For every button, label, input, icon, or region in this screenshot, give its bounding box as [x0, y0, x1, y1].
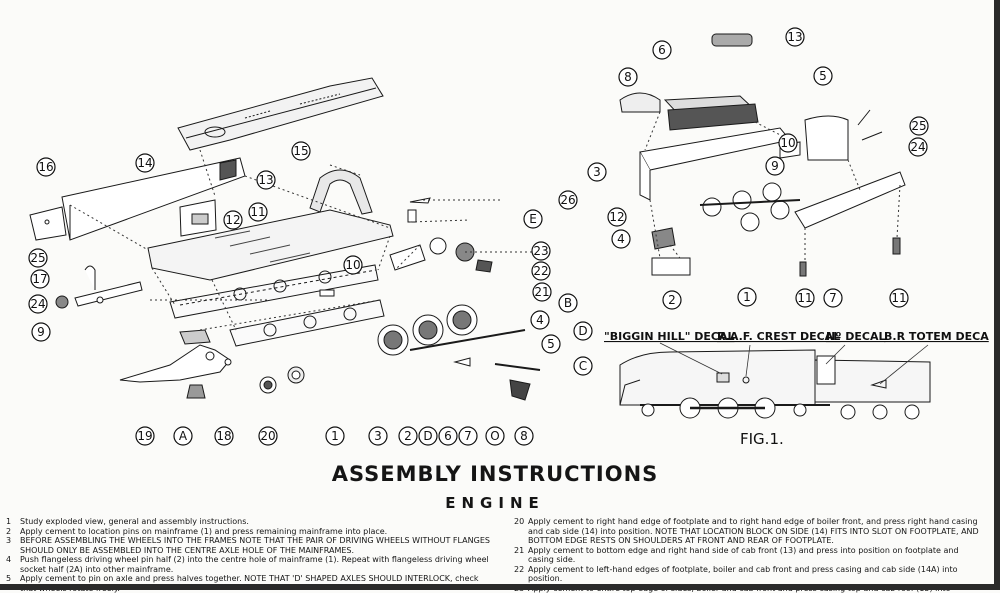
- callout-right-number: 1: [743, 290, 751, 304]
- callout-left-number: 3: [374, 429, 382, 443]
- callout-left-number: 9: [37, 325, 45, 339]
- callout-right-number: 12: [609, 210, 624, 224]
- callout-right-number: 10: [780, 136, 795, 150]
- boiler-part: [620, 34, 758, 130]
- callout-left-number: 22: [533, 264, 548, 278]
- step-number: 20: [514, 517, 528, 546]
- step-text: Study exploded view, general and assembl…: [20, 517, 494, 527]
- callout-right-number: 4: [617, 232, 625, 246]
- step-text: Apply cement to left-hand edges of footp…: [528, 565, 984, 584]
- step-number: 4: [6, 555, 20, 574]
- callout-left-number: 8: [520, 429, 528, 443]
- callout-right-number: 24: [910, 140, 925, 154]
- callout-right-number: 9: [771, 159, 779, 173]
- cab-front-part: [310, 170, 372, 214]
- decal-label-number: Nº DECAL: [826, 330, 885, 343]
- callout-left-number: C: [579, 359, 587, 373]
- callout-left-number: 13: [258, 173, 273, 187]
- step-number: 23: [514, 584, 528, 593]
- callout-left-number: 14: [137, 156, 152, 170]
- step-text: Apply cement to pin on axle and press ha…: [20, 574, 494, 593]
- callout-left-number: D: [423, 429, 432, 443]
- decal-label-biggin-hill: "BIGGIN HILL" DECAL: [604, 330, 735, 343]
- callout-right-number: 7: [829, 291, 837, 305]
- callout-right-number: 25: [911, 119, 926, 133]
- callout-left-number: 5: [547, 337, 555, 351]
- callout-left-number: 21: [534, 285, 549, 299]
- callout-left-number: 2: [404, 429, 412, 443]
- callout-left-number: A: [179, 429, 188, 443]
- callout-left-number: 19: [137, 429, 152, 443]
- casing-top-part: [178, 78, 383, 150]
- callout-right-number: 6: [658, 43, 666, 57]
- callout-left-number: D: [578, 324, 587, 338]
- callout-right-number: 3: [593, 165, 601, 179]
- decal-label-raf-crest: R.A.F. CREST DECAL: [717, 330, 840, 343]
- step-text: Apply cement to entire top edge of sides…: [528, 584, 984, 593]
- callout-right-number: 8: [624, 70, 632, 84]
- callout-left-number: 10: [345, 258, 360, 272]
- step-number: 1: [6, 517, 20, 527]
- callout-left-number: 6: [444, 429, 452, 443]
- callout-left-number: 25: [30, 251, 45, 265]
- driving-wheels-part: [378, 305, 525, 355]
- callout-left-number: B: [564, 296, 572, 310]
- callout-left-number: 26: [560, 193, 575, 207]
- decal-label-br-totem: B.R TOTEM DECA: [884, 330, 989, 343]
- page-subtitle: ENGINE: [0, 494, 990, 512]
- callout-left-number: 7: [464, 429, 472, 443]
- step-number: 5: [6, 574, 20, 593]
- callout-right-number: 5: [819, 69, 827, 83]
- figure-label: FIG.1.: [740, 430, 784, 448]
- page-title: ASSEMBLY INSTRUCTIONS: [0, 462, 990, 486]
- locomotive-side-view: [620, 350, 930, 419]
- step-number: 3: [6, 536, 20, 555]
- callout-left-number: 18: [216, 429, 231, 443]
- step-text: BEFORE ASSEMBLING THE WHEELS INTO THE FR…: [20, 536, 494, 555]
- callout-left-number: 11: [250, 205, 265, 219]
- callout-left-number: 12: [225, 213, 240, 227]
- step-text: Apply cement to right hand edge of footp…: [528, 517, 984, 546]
- callout-right-number: 2: [668, 293, 676, 307]
- callout-right-number: 11: [891, 291, 906, 305]
- callout-left-number: 15: [293, 144, 308, 158]
- callout-left-number: 23: [533, 244, 548, 258]
- callout-left-number: 20: [260, 429, 275, 443]
- step-number: 21: [514, 546, 528, 565]
- callout-right-number: 11: [797, 291, 812, 305]
- callout-left-number: 17: [32, 272, 47, 286]
- step-number: 22: [514, 565, 528, 584]
- step-text: Apply cement to bottom edge and right ha…: [528, 546, 984, 565]
- step-number: 2: [6, 527, 20, 537]
- callout-right-number: 13: [787, 30, 802, 44]
- callout-left-number: E: [529, 212, 537, 226]
- callout-left-number: 1: [331, 429, 339, 443]
- wheels-right: [700, 183, 800, 231]
- callout-left-number: 16: [38, 160, 53, 174]
- step-text: Push flangeless driving wheel pin half (…: [20, 555, 494, 574]
- step-text: Apply cement to location pins on mainfra…: [20, 527, 494, 537]
- callout-left-number: 24: [30, 297, 45, 311]
- callout-left-number: O: [490, 429, 499, 443]
- callout-left-number: 4: [536, 313, 544, 327]
